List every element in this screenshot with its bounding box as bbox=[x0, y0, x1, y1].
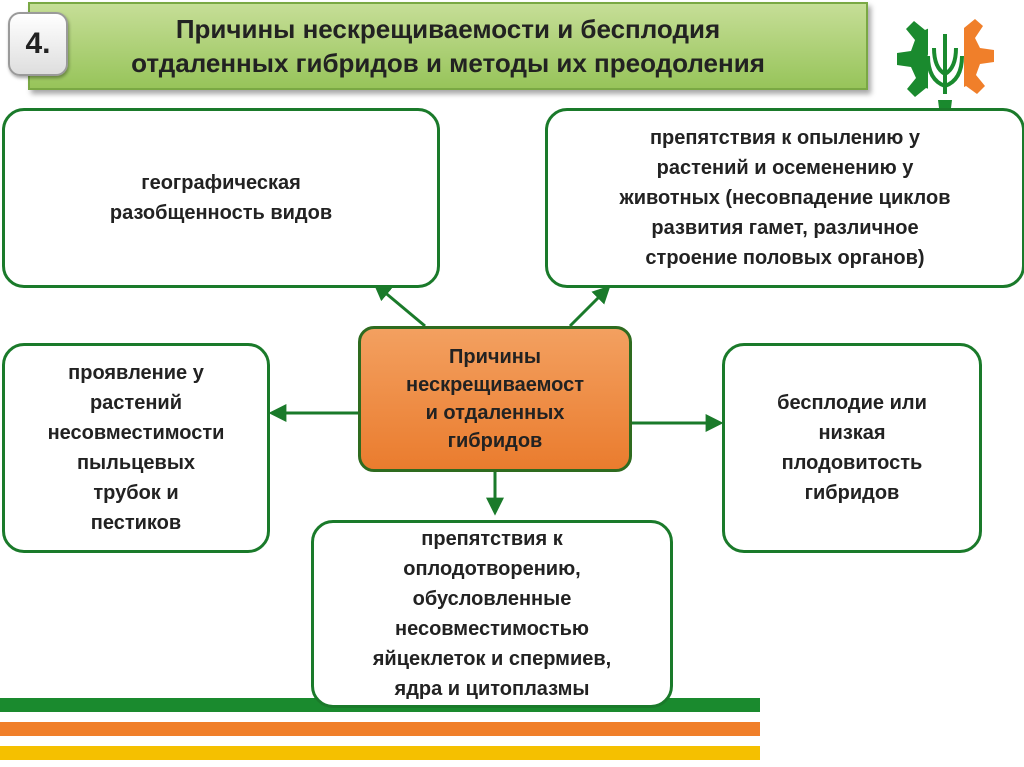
node-pollen-tubes: проявление у растений несовместимости пы… bbox=[2, 343, 270, 553]
center-node-text: Причины нескрещиваемост и отдаленных гиб… bbox=[406, 346, 584, 452]
node-geographic: географическая разобщенность видов bbox=[2, 108, 440, 288]
node-fertilization-text: препятствия к оплодотворению, обусловлен… bbox=[372, 528, 612, 700]
node-fertilization: препятствия к оплодотворению, обусловлен… bbox=[311, 520, 673, 708]
slide-title: Причины нескрещиваемости и бесплодия отд… bbox=[28, 2, 868, 90]
node-pollination-text: препятствия к опылению у растений и осем… bbox=[619, 127, 951, 269]
node-sterility-text: бесплодие или низкая плодовитость гибрид… bbox=[777, 392, 927, 504]
arrow-to-geographic bbox=[373, 282, 426, 328]
stripe-orange bbox=[0, 722, 760, 736]
gear-logo-icon bbox=[897, 10, 994, 116]
slide-number-badge: 4. bbox=[8, 12, 68, 76]
center-node: Причины нескрещиваемост и отдаленных гиб… bbox=[358, 326, 632, 472]
slide-title-line-1: Причины нескрещиваемости и бесплодия bbox=[175, 14, 721, 44]
node-pollen-tubes-text: проявление у растений несовместимости пы… bbox=[47, 362, 225, 534]
node-pollination: препятствия к опылению у растений и осем… bbox=[545, 108, 1024, 288]
arrow-to-pollination bbox=[568, 285, 611, 328]
slide-title-line-2: отдаленных гибридов и методы их преодоле… bbox=[131, 48, 765, 78]
node-sterility: бесплодие или низкая плодовитость гибрид… bbox=[722, 343, 982, 553]
stripe-yellow bbox=[0, 746, 760, 760]
node-geographic-text: географическая разобщенность видов bbox=[109, 172, 333, 224]
